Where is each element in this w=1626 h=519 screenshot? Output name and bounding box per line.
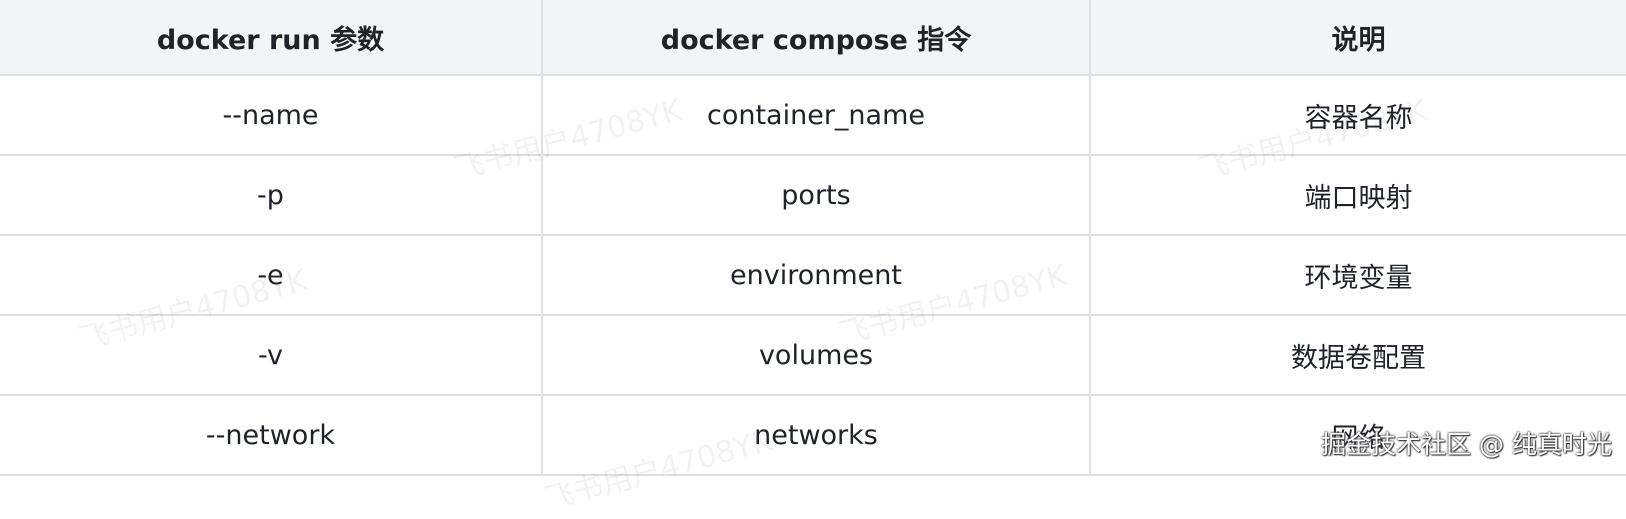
docker-params-table: docker run 参数 docker compose 指令 说明 --nam… [0,0,1626,476]
header-docker-compose: docker compose 指令 [542,0,1091,76]
cell-run-param: -e [0,235,543,316]
cell-description: 端口映射 [1090,155,1626,236]
table-row: -e environment 环境变量 [0,235,1626,316]
table-row: -v volumes 数据卷配置 [0,315,1626,396]
header-docker-run: docker run 参数 [0,0,543,76]
table-header-row: docker run 参数 docker compose 指令 说明 [0,0,1626,76]
header-description: 说明 [1090,0,1626,76]
cell-description: 网络 [1090,395,1626,476]
cell-run-param: --name [0,75,543,156]
cell-compose-directive: ports [542,155,1091,236]
table-row: -p ports 端口映射 [0,155,1626,236]
cell-compose-directive: volumes [542,315,1091,396]
cell-compose-directive: networks [542,395,1091,476]
cell-run-param: --network [0,395,543,476]
cell-compose-directive: environment [542,235,1091,316]
cell-run-param: -p [0,155,543,236]
cell-run-param: -v [0,315,543,396]
table-row: --network networks 网络 [0,395,1626,476]
footer-attribution: 掘金技术社区 @ 纯真时光 [1321,430,1612,459]
cell-description: 容器名称 [1090,75,1626,156]
cell-compose-directive: container_name [542,75,1091,156]
cell-description: 数据卷配置 [1090,315,1626,396]
table-row: --name container_name 容器名称 [0,75,1626,156]
cell-description: 环境变量 [1090,235,1626,316]
